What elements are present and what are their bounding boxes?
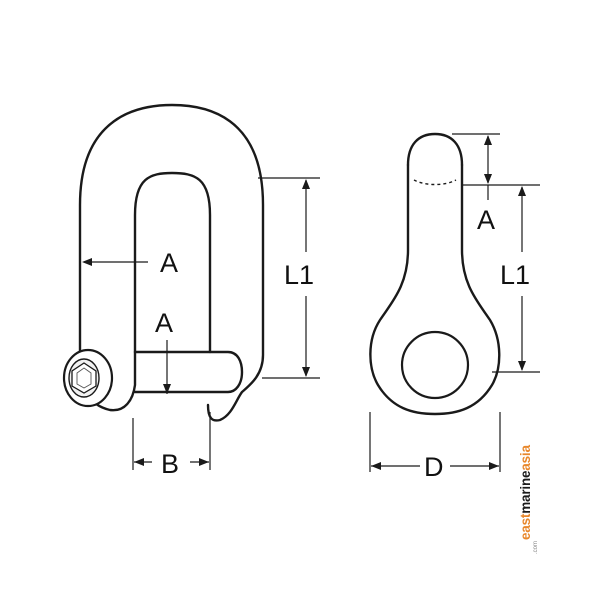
- dim-b-label: B: [161, 449, 179, 479]
- dim-l1-side: L1: [492, 186, 540, 373]
- eastmarineasia-logo: eastmarineasia: [517, 445, 539, 540]
- hex-socket-inner: [76, 367, 92, 389]
- logo-domain-wrap: .com: [533, 540, 541, 554]
- pin-head: [62, 348, 114, 408]
- dim-l1-front: L1: [258, 177, 320, 379]
- dim-a-lower-label: A: [155, 308, 173, 338]
- side-eye-hole: [400, 330, 470, 400]
- dim-a-upper: A: [82, 248, 178, 278]
- dim-d-label: D: [424, 452, 444, 482]
- shackle-pin: [133, 350, 244, 394]
- side-bow-hidden-line: [413, 179, 457, 186]
- front-view: A A L1: [62, 103, 320, 479]
- side-view: A L1 D: [369, 132, 540, 482]
- dim-a-side: A: [452, 133, 540, 235]
- dim-a-upper-label: A: [160, 248, 178, 278]
- shackle-bow-outer: [78, 103, 265, 422]
- dim-a-lower: A: [155, 308, 173, 394]
- dim-d: D: [369, 412, 501, 482]
- logo-text: eastmarineasia: [517, 445, 539, 540]
- dim-b: B: [132, 412, 211, 479]
- side-bow-top: [406, 132, 464, 167]
- logo-marine: marine: [518, 470, 533, 514]
- logo-asia: asia: [518, 445, 533, 471]
- dim-l1-side-label: L1: [500, 260, 530, 290]
- logo-east: east: [518, 513, 533, 540]
- side-body: [369, 163, 501, 416]
- hex-socket-icon: [71, 362, 97, 394]
- shackle-bow-inner: [133, 171, 212, 354]
- dim-a-side-label: A: [477, 205, 495, 235]
- logo-domain: .com: [533, 540, 539, 554]
- dim-l1-front-label: L1: [284, 260, 314, 290]
